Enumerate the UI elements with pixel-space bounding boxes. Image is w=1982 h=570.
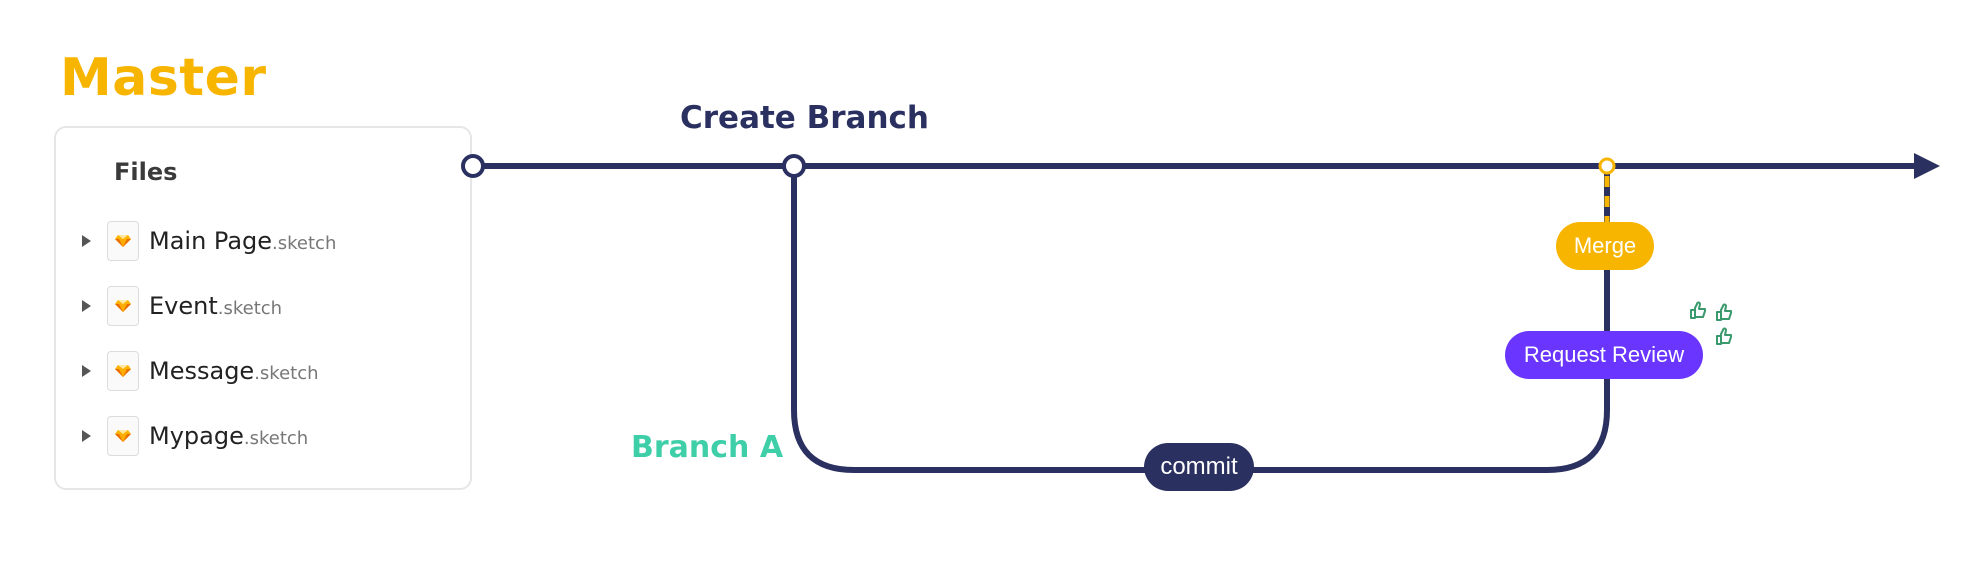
commit-pill: commit — [1144, 443, 1254, 491]
file-item-main-page[interactable]: Main Page.sketch — [82, 218, 336, 264]
merge-pill: Merge — [1556, 222, 1654, 270]
file-item-message[interactable]: Message.sketch — [82, 348, 319, 394]
file-extension: .sketch — [217, 298, 283, 319]
file-name: Mypage — [149, 422, 244, 450]
file-item-mypage[interactable]: Mypage.sketch — [82, 413, 308, 459]
file-name: Event — [149, 292, 218, 320]
file-extension: .sketch — [272, 233, 337, 254]
file-item-event[interactable]: Event.sketch — [82, 283, 282, 329]
files-heading: Files — [114, 158, 178, 186]
sketch-file-icon — [107, 286, 139, 326]
branch-a-line — [791, 166, 1610, 473]
files-panel: Files Main Page.sketch Event.sketch Mess… — [54, 126, 472, 490]
expand-caret-icon[interactable] — [82, 365, 91, 377]
arrow-right-icon — [1914, 153, 1940, 179]
start-node — [461, 154, 485, 178]
merge-node — [1598, 157, 1616, 175]
file-extension: .sketch — [243, 428, 309, 449]
file-name: Message — [149, 357, 255, 385]
request-review-pill: Request Review — [1505, 331, 1703, 379]
expand-caret-icon[interactable] — [82, 235, 91, 247]
expand-caret-icon[interactable] — [82, 430, 91, 442]
file-extension: .sketch — [254, 363, 319, 384]
branch-a-label: Branch A — [631, 430, 784, 465]
create-branch-label: Create Branch — [680, 100, 929, 136]
sketch-file-icon — [107, 351, 139, 391]
branch-node — [782, 154, 806, 178]
thumbs-up-icon — [1716, 303, 1732, 321]
file-name: Main Page — [149, 227, 273, 255]
sketch-file-icon — [107, 416, 139, 456]
expand-caret-icon[interactable] — [82, 300, 91, 312]
thumbs-up-icon — [1716, 327, 1732, 345]
master-title: Master — [60, 48, 267, 108]
thumbs-up-icon — [1690, 301, 1706, 319]
sketch-file-icon — [107, 221, 139, 261]
